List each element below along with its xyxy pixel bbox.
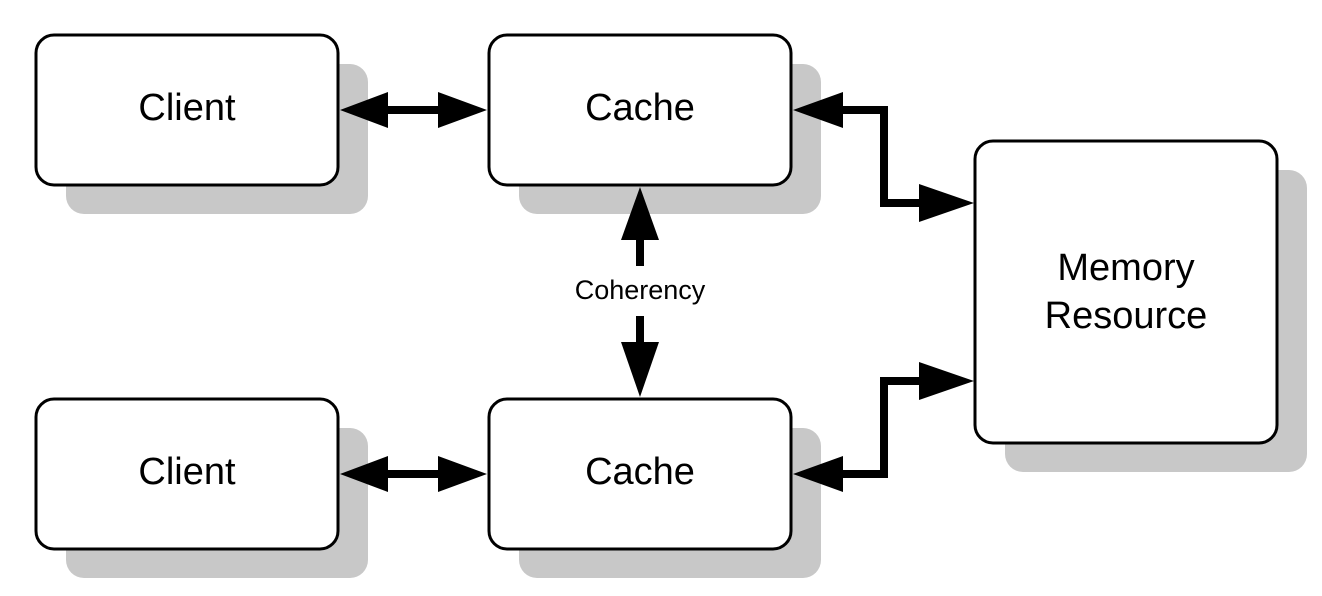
node-client-bottom: Client <box>34 397 340 551</box>
arrowhead-left <box>340 92 388 128</box>
arrowhead-up <box>621 187 659 240</box>
memory-box <box>973 139 1279 445</box>
arrowhead-right <box>438 456 487 492</box>
arrowhead-down <box>621 342 659 397</box>
arrowhead-left <box>340 456 388 492</box>
client-bottom-label: Client <box>138 451 236 493</box>
arrow-shaft <box>835 106 925 207</box>
node-memory-resource: Memory Resource <box>973 139 1279 445</box>
node-cache-top: Cache <box>487 33 793 187</box>
arrow-shaft <box>835 377 925 478</box>
arrow-cache-bottom-memory <box>793 362 974 492</box>
memory-label-line2: Resource <box>1045 295 1208 337</box>
client-top-box <box>34 33 340 187</box>
arrowhead-left <box>793 456 843 492</box>
arrowhead-left <box>793 92 843 128</box>
client-bottom-box <box>34 397 340 551</box>
cache-top-label: Cache <box>585 87 695 129</box>
node-client-top: Client <box>34 33 340 187</box>
arrow-coherency <box>621 187 659 397</box>
client-top-label: Client <box>138 87 236 129</box>
memory-label-line1: Memory <box>1057 247 1194 289</box>
arrowhead-right <box>438 92 487 128</box>
arrowhead-right <box>919 184 974 222</box>
cache-top-box <box>487 33 793 187</box>
cache-bottom-box <box>487 397 793 551</box>
arrow-cache-top-memory <box>793 92 974 222</box>
cache-bottom-label: Cache <box>585 451 695 493</box>
coherency-label: Coherency <box>575 275 706 305</box>
arrow-client-cache-bottom <box>340 456 487 492</box>
arrows <box>340 92 974 492</box>
arrow-client-cache-top <box>340 92 487 128</box>
node-cache-bottom: Cache <box>487 397 793 551</box>
arrowhead-right <box>919 362 974 400</box>
